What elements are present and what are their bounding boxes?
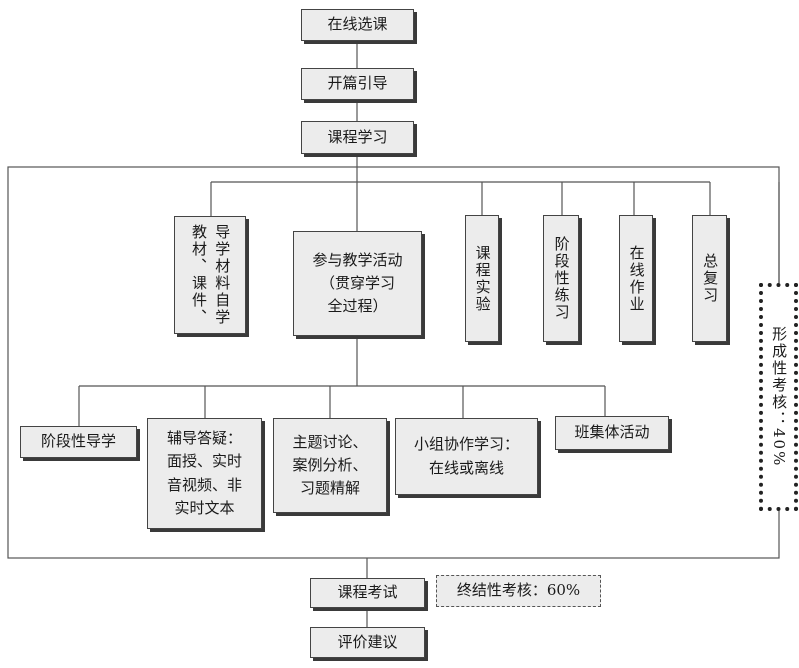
opening-guide-box: 开篇引导 [301,68,414,100]
review-box: 总复习 [692,215,727,342]
evaluation-box: 评价建议 [310,627,425,658]
course-exam-box: 课程考试 [310,578,425,608]
stage-practice-box: 阶段性练习 [543,215,579,342]
topic-discussion-box: 主题讨论、 案例分析、 习题精解 [273,418,387,513]
tutoring-box: 辅导答疑： 面授、实时 音视频、非 实时文本 [147,418,262,529]
materials-box: 导学材料自学 教材、课件、 [174,216,246,334]
group-study-box: 小组协作学习： 在线或离线 [395,418,538,495]
online-select-box: 在线选课 [301,9,414,41]
stage-guide-box: 阶段性导学 [20,426,137,458]
class-activity-box: 班集体活动 [555,416,669,450]
course-study-box: 课程学习 [301,121,414,154]
summative-assessment-badge: 终结性考核：60% [436,575,601,607]
formative-assessment-badge: 形成性考核：40% [759,283,798,511]
course-experiment-box: 课程实验 [465,215,499,342]
course-study-frame [7,166,780,559]
online-homework-box: 在线作业 [619,215,653,342]
teaching-activities-box: 参与教学活动 （贯穿学习 全过程） [293,231,422,336]
